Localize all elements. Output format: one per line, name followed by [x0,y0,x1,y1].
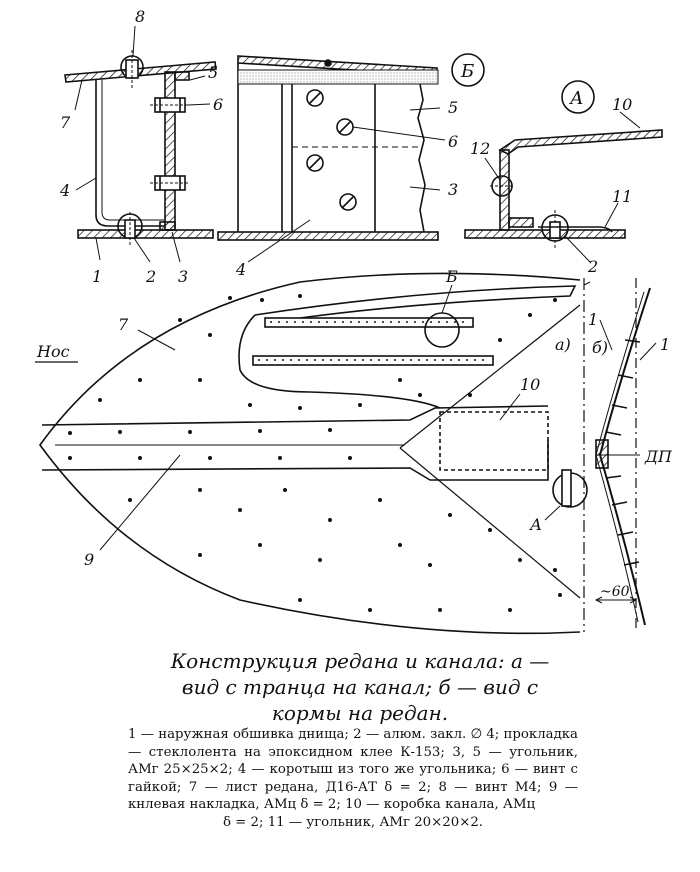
caption-title: Конструкция редана и канала: а — вид с т… [170,649,550,725]
rivet-dots [68,294,562,612]
section-detail-left [64,25,217,263]
label-11-right: 11 [612,187,632,206]
label-10-right: 10 [612,95,632,114]
construction-drawing: 8 5 7 6 4 1 2 3 Б 5 [35,7,673,635]
label-8-left: 8 [135,7,145,26]
label-1-side-right: 1 [660,335,670,354]
label-6-mid: 6 [448,132,458,151]
label-1-left: 1 [92,267,102,286]
label-detail-a: А [568,88,584,109]
step-sheet-7 [64,61,217,83]
label-nose: Нос [36,342,70,361]
label-detail-b-main: Б [445,267,458,286]
label-6-left: 6 [213,95,223,114]
label-3-left: 3 [178,267,188,286]
label-10-main: 10 [520,375,540,394]
caption-legend-last: δ = 2; 11 — угольник, АМг 20×20×2. [222,814,484,830]
bolt-6-upper [150,97,190,113]
label-5-left: 5 [208,63,218,82]
label-detail-b: Б [460,61,474,82]
bolt-6-lower [150,175,190,191]
caption-legend: 1 — наружная обшивка днища; 2 — алюм. за… [128,726,578,831]
label-4-left: 4 [59,181,70,200]
label-2-right: 2 [587,257,598,276]
plan-view [35,272,591,635]
bottom-plating-1 [77,229,214,239]
angle-3-5 [164,71,176,231]
angle-piece-4 [95,80,165,227]
detail-a-view [464,80,663,263]
label-3-mid: 3 [448,180,458,199]
hull-outline [39,272,581,635]
side-view-b [594,278,657,632]
label-4-mid: 4 [235,260,246,279]
label-dim-60: ~60 [600,584,630,600]
detail-b-view [217,53,485,263]
label-2-left: 2 [145,267,156,286]
label-dp: ДП [644,447,673,466]
label-view-a: а) [555,335,571,354]
label-12-right: 12 [470,139,490,158]
label-7-left: 7 [60,113,71,132]
screw-heads [306,89,357,211]
label-7-main: 7 [118,315,129,334]
label-1-side-left: 1 [588,310,598,329]
caption-legend-text: 1 — наружная обшивка днища; 2 — алюм. за… [128,727,578,812]
channel-box-10 [439,411,549,471]
label-9-main: 9 [84,550,94,569]
keel-strip-9 [41,405,549,426]
label-view-b: б) [592,338,608,357]
label-detail-a-main: А [529,515,542,534]
label-5-mid: 5 [448,98,458,117]
